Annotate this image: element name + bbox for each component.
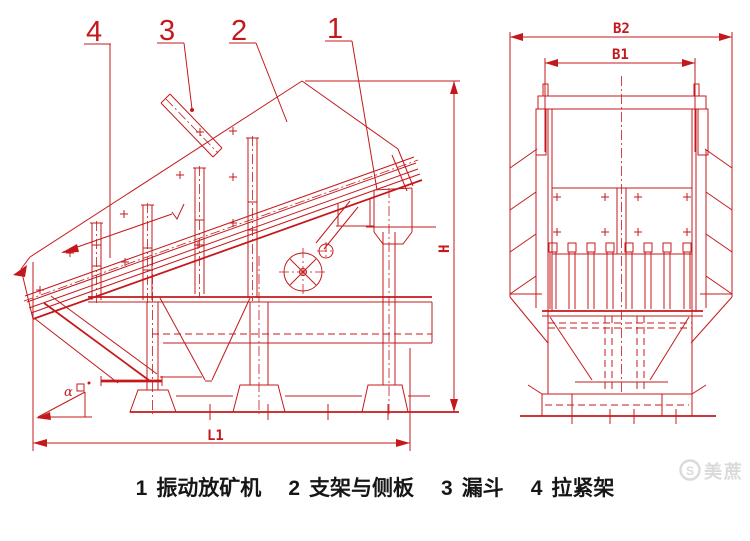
watermark: S 美蔗 xyxy=(679,459,744,482)
legend-item-3-label: 漏斗 xyxy=(461,477,504,500)
legend-item-2-label: 支架与侧板 xyxy=(309,477,414,500)
parts-legend: 1 振动放矿机 2 支架与侧板 3 漏斗 4 拉紧架 xyxy=(0,476,750,502)
legend-item-1-number: 1 xyxy=(135,477,148,500)
dim-label-b2: B2 xyxy=(613,21,630,37)
callout-3: 3 xyxy=(157,15,194,112)
discharge-arrow xyxy=(13,265,27,277)
dimension-b2: B2 xyxy=(509,21,733,170)
bolt-marks xyxy=(36,127,237,294)
watermark-icon: S xyxy=(686,464,694,478)
vibrator-motor xyxy=(279,198,374,296)
dim-label-alpha: α xyxy=(64,385,73,400)
legend-item-4: 4 拉紧架 xyxy=(531,476,615,502)
legend-item-3: 3 漏斗 xyxy=(441,476,504,502)
dimension-h: H xyxy=(305,80,460,412)
legend-item-1: 1 振动放矿机 xyxy=(136,476,262,502)
legend-item-1-label: 振动放矿机 xyxy=(156,477,262,500)
callout-3-number: 3 xyxy=(159,15,175,47)
legend-item-2: 2 支架与侧板 xyxy=(288,476,414,502)
support-frame xyxy=(33,187,459,420)
flow-arrow xyxy=(61,244,79,253)
feed-funnel xyxy=(160,93,223,158)
side-plate-right xyxy=(700,148,733,308)
weld-mark xyxy=(171,203,185,220)
dim-label-l1: L1 xyxy=(207,428,224,444)
side-plate-left xyxy=(509,148,542,308)
discharge-hopper xyxy=(509,296,733,424)
top-beam xyxy=(537,95,707,110)
side-view xyxy=(13,80,459,420)
callout-4-number: 4 xyxy=(86,16,102,48)
callout-2-number: 2 xyxy=(231,15,247,47)
legend-item-2-number: 2 xyxy=(288,477,300,500)
screen-deck xyxy=(23,156,423,320)
front-bolt-marks xyxy=(553,193,691,236)
watermark-text: 美蔗 xyxy=(704,461,744,482)
callout-4: 4 xyxy=(84,16,111,258)
dimension-angle: α xyxy=(36,381,92,420)
front-view: B2 B1 xyxy=(509,21,733,424)
grate-bars-front xyxy=(542,242,703,317)
grate-posts xyxy=(90,136,259,303)
dim-label-h: H xyxy=(437,245,453,253)
legend-item-3-number: 3 xyxy=(441,477,453,500)
callout-2: 2 xyxy=(229,15,288,123)
dimension-l1: L1 xyxy=(32,262,411,451)
callout-1: 1 xyxy=(325,13,378,191)
legend-item-4-number: 4 xyxy=(530,477,543,500)
dim-label-b1: B1 xyxy=(612,47,629,63)
legend-item-4-label: 拉紧架 xyxy=(551,477,615,500)
callout-1-number: 1 xyxy=(327,13,343,45)
dimension-b1: B1 xyxy=(544,47,696,152)
